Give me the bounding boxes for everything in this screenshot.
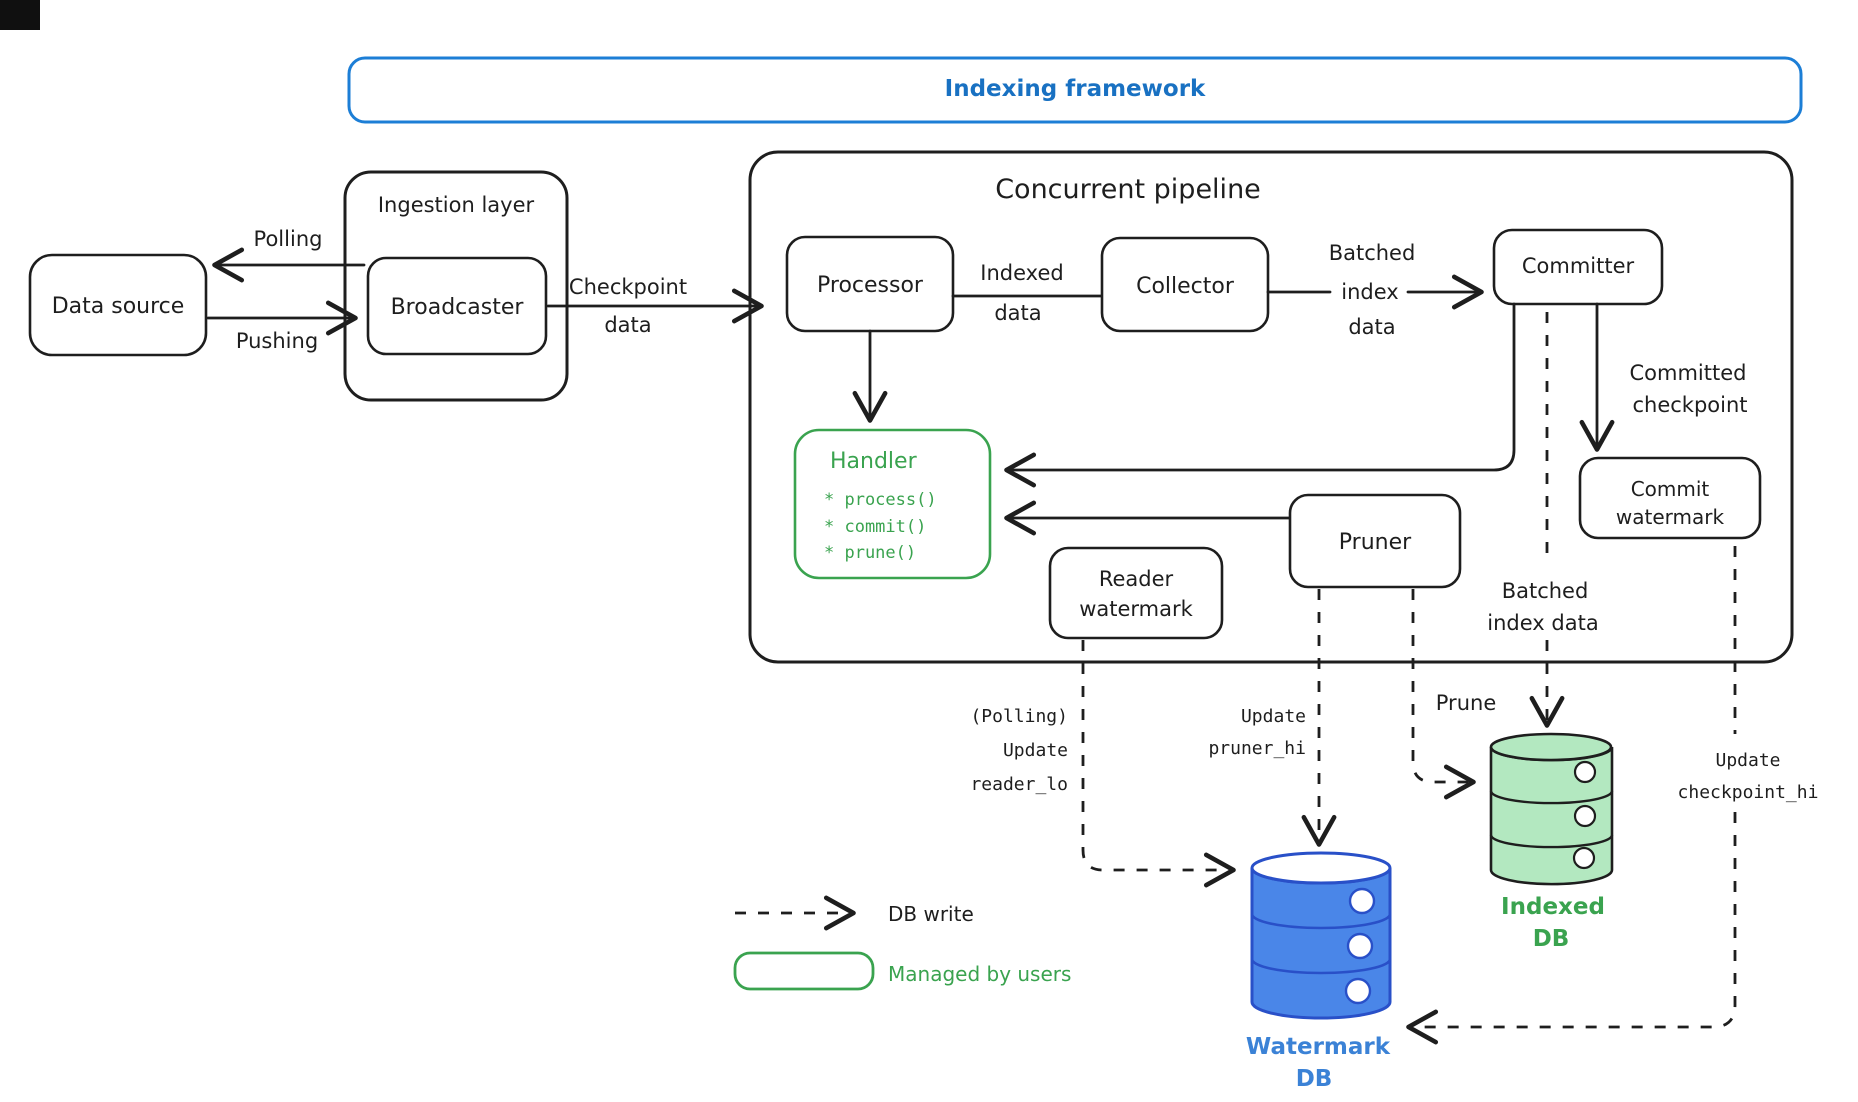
indexed-db-top [1489,732,1613,762]
prune-label: Prune [1436,691,1496,715]
data-source-label: Data source [52,294,185,319]
indexed-db-label-2: DB [1533,926,1570,952]
update-checkpoint-hi-label-2: checkpoint_hi [1678,782,1819,803]
polling-label: Polling [254,227,323,251]
indexed-db-dot-2 [1573,804,1597,828]
indexed-db-divider-2 [1489,834,1614,849]
reader-watermark-box [1048,546,1224,640]
data-source-box [28,253,208,357]
collector-box [1100,236,1270,333]
batched-index-bottom-label-1: Batched [1502,579,1589,603]
indexed-data-label-2: data [994,301,1041,325]
handler-item-commit: * commit() [824,517,926,537]
prune-arrow [1411,589,1476,800]
indexed-db-icon [1489,732,1614,886]
batched-index-top-label-1: Batched [1329,241,1416,265]
legend-managed-box-icon [733,951,875,991]
concurrent-pipeline-box [748,150,1794,664]
batched-index-bottom-label-2: index data [1487,611,1598,635]
update-reader-lo-label-3: reader_lo [970,774,1068,795]
committed-checkpoint-label-1: Committed [1630,361,1747,385]
pushing-label: Pushing [236,329,318,353]
watermark-db-dot-1 [1348,887,1376,915]
watermark-db-divider-1 [1250,913,1392,930]
commit-watermark-box [1578,456,1762,540]
update-checkpoint-hi-arrow-seg2 [1406,812,1737,1045]
broadcaster-label: Broadcaster [391,295,525,320]
indexed-db-divider-1 [1489,790,1614,805]
corner-artifact [0,0,40,30]
concurrent-pipeline-title: Concurrent pipeline [995,174,1261,205]
legend: DB write Managed by users [733,895,1071,991]
update-checkpoint-hi-label-1: Update [1715,750,1780,771]
indexed-db-label-1: Indexed [1501,894,1605,920]
indexing-framework-title: Indexing framework [945,76,1206,102]
collector-label: Collector [1136,274,1235,299]
committer-label: Committer [1522,254,1635,278]
handler-box [793,428,992,580]
indexed-db-dot-1 [1573,760,1597,784]
checkpoint-data-label-2: data [604,313,651,337]
legend-managed-label: Managed by users [888,962,1071,986]
update-pruner-hi-label-1: Update [1241,706,1306,727]
ingestion-layer-label: Ingestion layer [378,193,535,217]
update-pruner-hi-label-2: pruner_hi [1208,738,1306,759]
watermark-db-label-1: Watermark [1246,1034,1391,1060]
pruner-box [1288,493,1462,589]
reader-watermark-label-2: watermark [1079,597,1193,621]
watermark-db-label-2: DB [1296,1066,1333,1092]
update-reader-lo-arrow [1081,640,1236,888]
watermark-db-divider-2 [1250,958,1392,975]
batched-index-top-label-2: index [1341,280,1398,304]
commit-watermark-label-1: Commit [1631,477,1710,501]
handler-item-prune: * prune() [824,543,916,563]
watermark-db-top [1250,851,1392,885]
watermark-db-dot-3 [1344,977,1372,1005]
batched-index-top-label-3: data [1348,315,1395,339]
processor-label: Processor [817,273,924,298]
committer-box [1492,228,1664,306]
update-reader-lo-label-2: Update [1003,740,1068,761]
indexed-data-label-1: Indexed [980,261,1063,285]
indexed-db-dot-3 [1572,846,1596,870]
broadcaster-box [366,256,548,356]
ingestion-layer-box [343,170,569,402]
checkpoint-data-label-1: Checkpoint [569,275,687,299]
pruner-label: Pruner [1339,530,1412,555]
legend-db-write-label: DB write [888,902,974,926]
commit-watermark-label-2: watermark [1616,505,1725,529]
handler-item-process: * process() [824,490,937,510]
update-reader-lo-label-1: (Polling) [970,706,1068,727]
committer-to-handler-arrow [1004,302,1516,488]
handler-title: Handler [830,449,918,474]
watermark-db-icon [1250,851,1392,1020]
watermark-db-dot-2 [1346,932,1374,960]
committed-checkpoint-label-2: checkpoint [1632,393,1747,417]
reader-watermark-label-1: Reader [1099,567,1174,591]
indexing-framework-box [347,56,1803,124]
